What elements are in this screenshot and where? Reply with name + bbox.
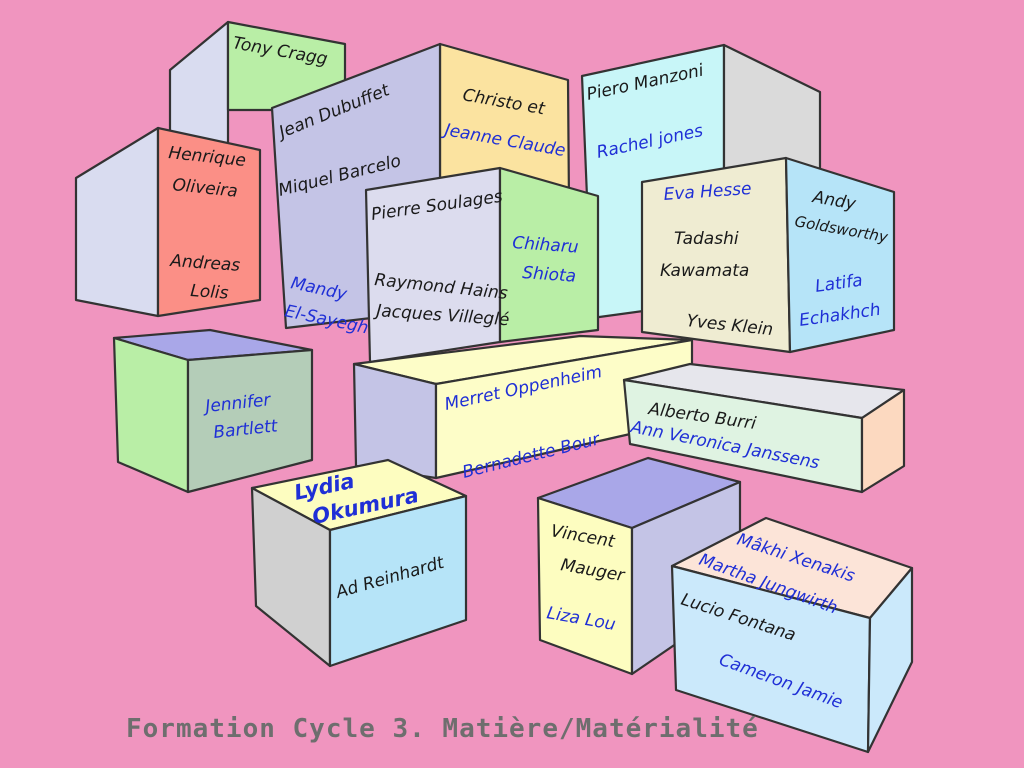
box-jennifer-bartlett: Jennifer Bartlett	[112, 328, 314, 494]
box-lucio-fontana: Mâkhi Xenakis Martha Jungwirth Lucio Fon…	[670, 516, 914, 754]
box-henrique-oliveira: Henrique Oliveira Andreas Lolis	[74, 126, 262, 318]
label-chiharu: Chiharu	[512, 233, 580, 258]
footer-title: Formation Cycle 3. Matière/Matérialité	[126, 714, 759, 744]
label-shiota: Shiota	[522, 263, 577, 287]
label-lolis: Lolis	[190, 281, 230, 304]
box-merret-oppenheim: Merret Oppenheim Bernadette Bour	[352, 334, 694, 483]
box-alberto-burri: Alberto Burri Ann Veronica Janssens	[622, 362, 906, 494]
box-lydia-okumura: Lydia Okumura Ad Reinhardt	[250, 458, 468, 668]
label-kawamata: Kawamata	[660, 261, 749, 281]
box-tadashi-kawamata: Eva Hesse Tadashi Kawamata Yves Klein An…	[640, 156, 896, 354]
label-tadashi: Tadashi	[674, 229, 739, 249]
box-pierre-soulages: Pierre Soulages Raymond Hains Jacques Vi…	[364, 166, 600, 364]
label-andreas: Andreas	[169, 251, 241, 276]
